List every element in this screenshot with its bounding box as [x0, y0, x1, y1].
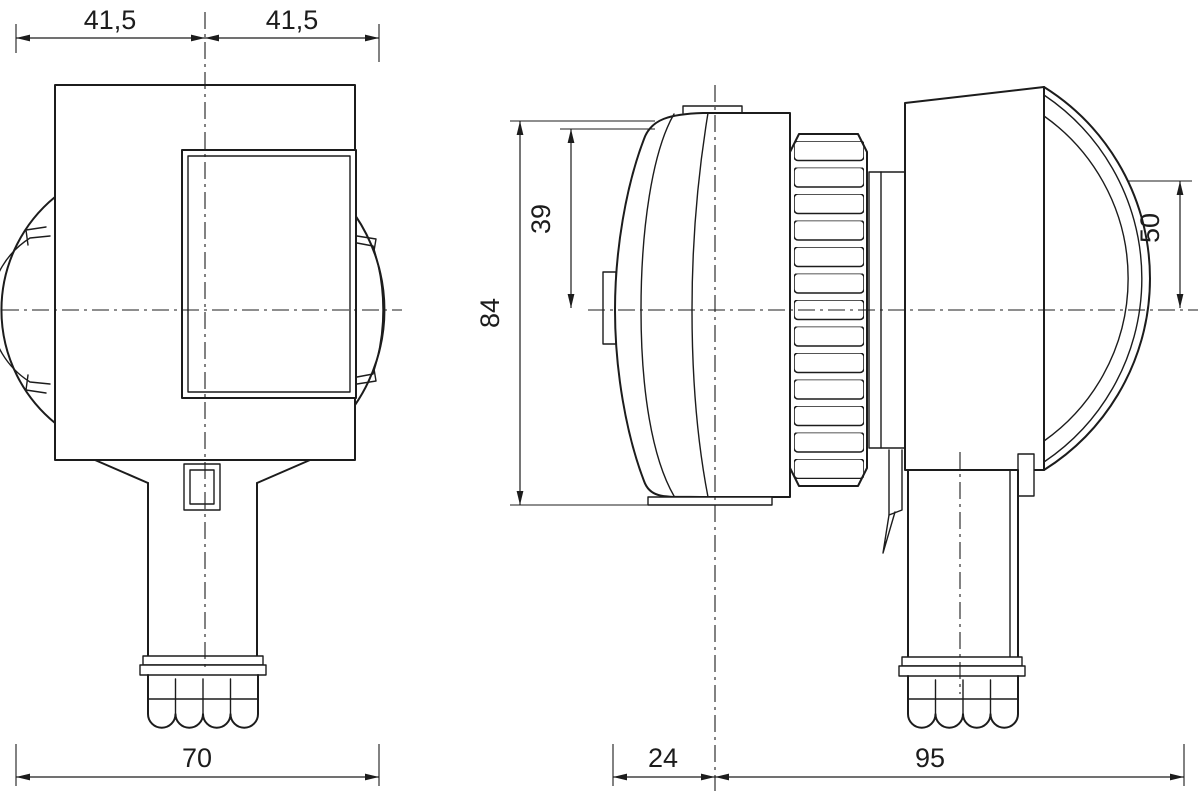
- centerlines: [2, 12, 1198, 791]
- display-inner-frame: [187, 155, 351, 393]
- front-view: [0, 84, 386, 729]
- union-band-upper: [142, 655, 264, 666]
- neck-shoulder-right: [256, 459, 311, 484]
- side-volute: [904, 86, 1151, 471]
- side-union-nut: [898, 656, 1026, 677]
- ring-nut-outline: [789, 133, 868, 487]
- dimension-side-39: 39: [526, 128, 655, 308]
- pipe-bracket: [1017, 453, 1035, 497]
- dimension-front-bottom: 70: [15, 743, 380, 786]
- dimension-front-top: 41,5 41,5: [15, 5, 380, 62]
- union-band-lower: [139, 664, 267, 676]
- dimensions: 41,5 41,5 70 84 39 50: [15, 5, 1192, 786]
- motor-outline: [614, 112, 791, 498]
- side-connector: [907, 675, 1019, 729]
- neck-shoulder-left: [94, 459, 149, 484]
- right-nut-notch-bottom: [356, 368, 377, 385]
- clip-tail: [882, 511, 896, 554]
- clip-body: [888, 449, 903, 516]
- dim-label-70: 70: [182, 743, 212, 773]
- dimension-side-50: 50: [1128, 180, 1192, 308]
- right-nut-notch-top: [356, 235, 377, 252]
- front-union-nut: [139, 655, 267, 676]
- dim-label-50: 50: [1135, 213, 1165, 243]
- volute-outline: [904, 86, 1151, 471]
- union-band-upper: [901, 656, 1023, 667]
- dimension-side-bottom: 24 95: [612, 743, 1185, 786]
- volute-arc-inner-2: [1043, 115, 1129, 442]
- front-connector: [147, 674, 259, 729]
- left-nut-notch-bottom: [25, 374, 47, 394]
- front-left-flange: [0, 196, 56, 424]
- right-nut-profile: [356, 242, 384, 378]
- union-band-lower: [898, 665, 1026, 677]
- connector-outline: [907, 675, 1019, 729]
- side-pipe: [907, 453, 1035, 658]
- side-view: [602, 86, 1151, 729]
- dim-label-84: 84: [475, 298, 505, 328]
- dim-label-39: 39: [526, 204, 556, 234]
- terminal-box-inner: [189, 469, 215, 505]
- left-nut-notch-top: [25, 226, 47, 246]
- display-outer-frame: [181, 149, 357, 399]
- front-display: [181, 149, 357, 399]
- dimension-side-84: 84: [475, 120, 660, 506]
- volute-arc-inner-1: [1043, 94, 1143, 463]
- motor-plinth: [647, 496, 773, 506]
- connector-outline: [147, 674, 259, 729]
- left-flange-arc: [0, 196, 56, 424]
- left-nut-profile: [0, 235, 51, 385]
- side-clip: [882, 449, 903, 554]
- dim-label-41-5-left: 41,5: [84, 5, 137, 35]
- motor-top-tab: [682, 105, 743, 114]
- dim-label-41-5-right: 41,5: [266, 5, 319, 35]
- dim-label-24: 24: [648, 743, 678, 773]
- side-motor: [602, 105, 791, 506]
- dim-label-95: 95: [915, 743, 945, 773]
- front-pump-neck: [94, 459, 311, 657]
